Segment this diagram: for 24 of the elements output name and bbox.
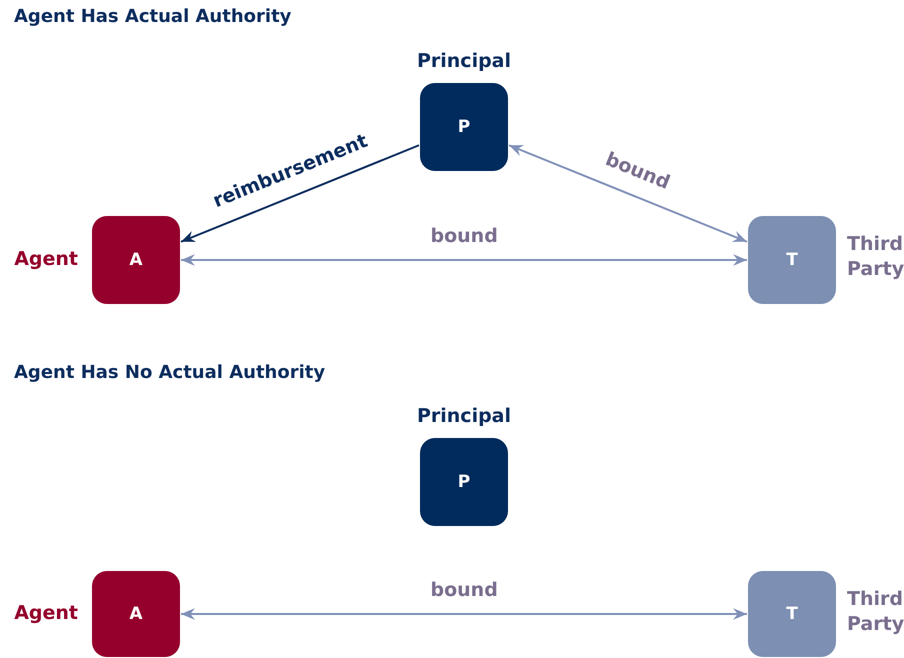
- party-name: Third Party: [847, 587, 904, 637]
- party-name: Agent: [14, 247, 78, 272]
- arrow: [181, 608, 747, 620]
- party-initial: P: [458, 472, 470, 492]
- party-initial: T: [786, 250, 798, 270]
- section-heading: Agent Has Actual Authority: [14, 6, 292, 27]
- party-name: Agent: [14, 601, 78, 626]
- party-name: Principal: [416, 49, 512, 74]
- party-initial: A: [129, 250, 143, 270]
- party-box: [92, 571, 180, 657]
- party-box: [420, 438, 508, 526]
- party-box: [748, 571, 836, 657]
- arrow: [181, 254, 747, 266]
- party-name: Principal: [416, 404, 512, 429]
- party-initial: P: [458, 117, 470, 137]
- party-box: [92, 216, 180, 304]
- party-initial: T: [786, 604, 798, 624]
- arrow: [508, 144, 748, 243]
- party-box: [748, 216, 836, 304]
- party-name: Third Party: [847, 232, 904, 282]
- party-box: [420, 83, 508, 171]
- section-heading: Agent Has No Actual Authority: [14, 362, 326, 383]
- party-initial: A: [129, 604, 143, 624]
- arrow: [180, 144, 420, 243]
